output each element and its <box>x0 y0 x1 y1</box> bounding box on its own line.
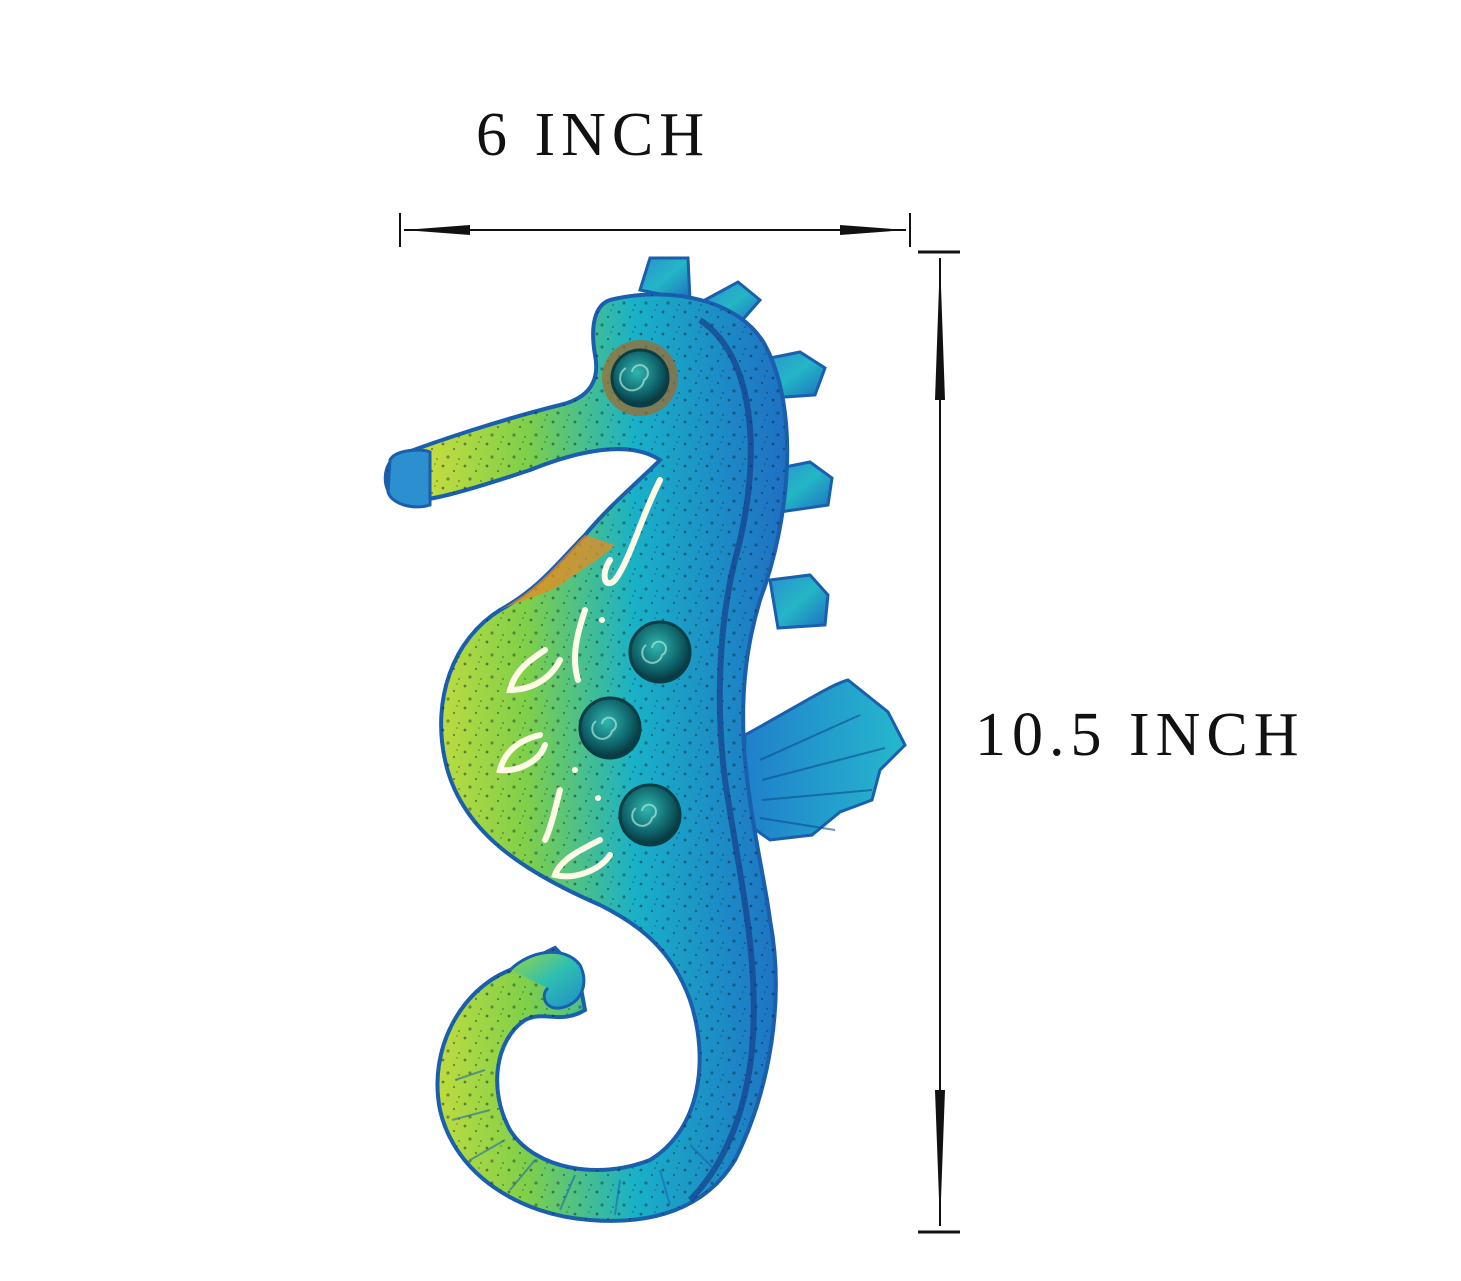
tail-ridges <box>451 1069 716 1216</box>
height-dimension-label: 10.5 INCH <box>975 701 1305 769</box>
seahorse-eye <box>602 340 678 416</box>
width-dimension-label: 6 INCH <box>476 101 711 169</box>
seahorse-icon <box>383 256 907 1223</box>
height-dimension-line <box>918 250 960 1234</box>
dorsal-fin <box>740 678 907 842</box>
cutout-swirls <box>496 477 663 880</box>
body-spots <box>578 620 692 847</box>
width-dimension-line <box>399 213 911 247</box>
